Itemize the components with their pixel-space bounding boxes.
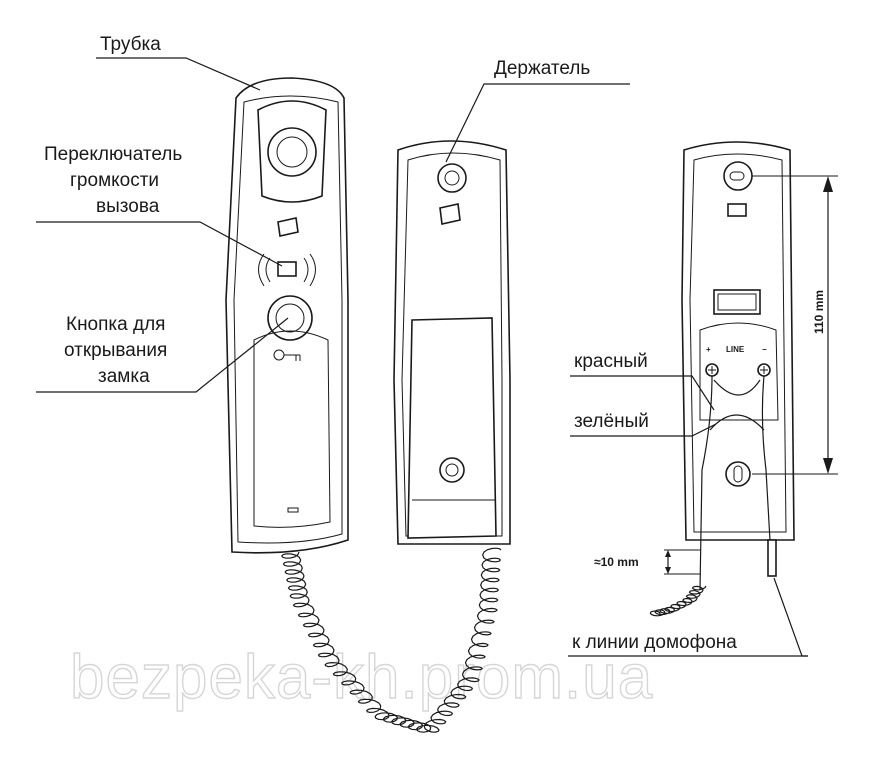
label-button-1: Кнопка для [66,314,165,335]
label-button-3: замка [98,366,150,387]
back-latch [727,203,747,217]
label-holder: Держатель [494,58,590,79]
leader-to-line [773,577,808,657]
dimension-10mm: ≈10 mm [594,549,700,575]
label-green-wire: зелёный [574,411,649,432]
leader-volume [36,221,283,267]
terminal-panel [699,322,779,421]
leader-handset [96,57,261,91]
height-dimension-label: 110 mm [812,290,826,334]
indicator-slot [277,217,299,237]
handset-rim [233,95,343,544]
leader-holder [445,83,630,163]
label-volume-2: громкости [70,170,159,191]
label-handset: Трубка [100,34,161,55]
holder-cradle [407,317,497,539]
microphone-slot [287,507,299,513]
leader-red [570,375,715,411]
holder-latch [439,203,461,225]
handset-lower-panel [253,330,331,528]
mounting-hole-top [437,163,467,193]
watermark: bezpeka-kh.prom.ua [70,643,653,712]
sound-waves-right-icon [303,253,316,287]
label-red-wire: красный [574,351,648,372]
back-view-figure: + LINE − [649,141,795,617]
leader-green [570,423,717,437]
coiled-cord [280,547,502,733]
terminal-plus: + [706,345,711,354]
mounting-hole-bottom [439,457,465,483]
dimension-110mm: 110 mm [752,175,838,475]
speaker-grille [267,127,317,177]
label-volume-1: Переключатель [44,144,182,165]
label-button-2: открывания [64,340,167,361]
terminal-minus: − [762,345,767,354]
holder-figure [393,140,511,545]
green-wire [761,375,773,577]
terminal-line-label: LINE [726,345,745,354]
back-hole-bottom [725,461,751,487]
offset-dimension-label: ≈10 mm [594,555,639,569]
back-hole-top [723,161,753,191]
line-cable [767,539,777,577]
handset-figure [225,77,349,554]
label-volume-3: вызова [96,196,160,217]
leader-button [36,317,289,393]
back-coiled-cord [649,585,707,617]
label-to-line: к линии домофона [572,632,737,653]
red-wire [699,375,713,591]
door-open-button [267,295,313,341]
volume-switch-icon [277,261,297,277]
sound-waves-left-icon [258,253,271,287]
